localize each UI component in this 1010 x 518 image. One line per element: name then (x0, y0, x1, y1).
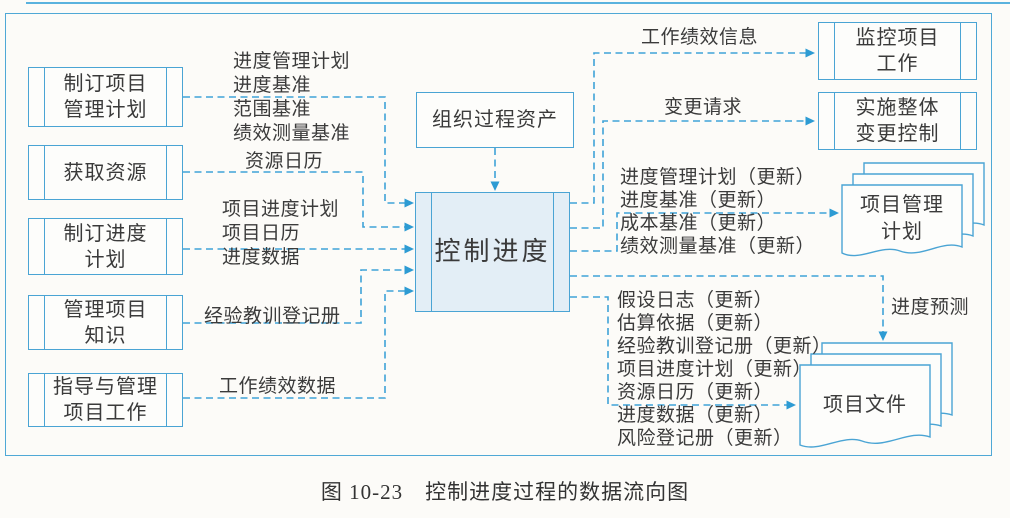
flow-labels-from-develop-schedule: 项目进度计划 项目日历 进度数据 (222, 198, 339, 270)
project-documents-stack (799, 342, 953, 448)
flow-label: 项目进度计划（更新） (617, 359, 813, 380)
process-box-develop-pm-plan: 制订项目 管理计划 (28, 67, 183, 127)
flow-labels-to-project-docs: 假设日志（更新） 估算依据（更新） 经验教训登记册（更新） 项目进度计划（更新）… (617, 289, 832, 450)
flow-label: 假设日志（更新） (617, 290, 774, 311)
flow-label: 成本基准（更新） (620, 213, 777, 234)
flow-control-schedule-to-perform-icc (570, 116, 815, 229)
flow-label: 进度基准（更新） (620, 190, 777, 211)
project-documents-label: 项目文件 (823, 394, 907, 416)
opa-label: 组织过程资产 (432, 109, 558, 131)
flow-develop-pm-plan-to-control-schedule (183, 96, 414, 208)
flow-label-lessons-learned-register: 经验教训登记册 (204, 306, 341, 327)
figure-border (5, 13, 992, 456)
process-box-manage-knowledge: 管理项目 知识 (28, 295, 183, 350)
flow-label: 范围基准 (233, 99, 312, 120)
flow-label-resource-calendars: 资源日历 (245, 151, 324, 172)
opa-box: 组织过程资产 (416, 92, 574, 148)
process-box-perform-icc: 实施整体 变更控制 (818, 92, 977, 150)
process-label-develop-schedule: 制订进度 计划 (63, 222, 148, 271)
flow-label-work-performance-data: 工作绩效数据 (219, 376, 337, 397)
process-box-develop-schedule: 制订进度 计划 (28, 218, 183, 275)
flow-label: 绩效测量基准 (233, 123, 351, 144)
flow-schedule-forecasts-to-project-docs (570, 275, 888, 341)
flow-label: 项目日历 (222, 223, 301, 244)
process-label-direct-manage-work: 指导与管理 项目工作 (53, 376, 158, 424)
flow-labels-to-pm-plan: 进度管理计划（更新） 进度基准（更新） 成本基准（更新） 绩效测量基准（更新） (620, 166, 815, 258)
flow-label-work-performance-info: 工作绩效信息 (641, 27, 759, 48)
process-label-control-schedule: 控制进度 (434, 237, 551, 267)
process-box-acquire-resources: 获取资源 (28, 145, 183, 200)
flow-label: 进度基准 (233, 75, 312, 96)
flow-label: 经验教训登记册（更新） (617, 336, 832, 357)
flow-control-schedule-to-pm-plan (570, 208, 839, 252)
process-box-monitor-control-work: 监控项目 工作 (818, 22, 977, 80)
process-label-perform-icc: 实施整体 变更控制 (855, 97, 940, 145)
flow-acquire-resources-to-control-schedule (183, 171, 414, 232)
flow-label-change-requests: 变更请求 (664, 97, 743, 118)
flow-control-schedule-to-project-docs (570, 296, 796, 410)
page-rule-line (26, 2, 1010, 4)
flow-label: 进度数据（更新） (617, 405, 774, 426)
flow-labels-from-develop-pm-plan: 进度管理计划 进度基准 范围基准 绩效测量基准 (233, 50, 350, 146)
flow-label: 绩效测量基准（更新） (620, 236, 816, 257)
pm-plan-document-stack (841, 162, 985, 257)
flow-manage-knowledge-to-control-schedule (183, 265, 414, 324)
flow-label-schedule-forecasts: 进度预测 (891, 297, 970, 318)
process-box-control-schedule: 控制进度 (415, 192, 570, 312)
process-box-direct-manage-work: 指导与管理 项目工作 (28, 373, 183, 427)
process-label-acquire-resources: 获取资源 (63, 161, 148, 184)
flow-label: 资源日历（更新） (617, 382, 774, 403)
flow-control-schedule-to-monitor-work (570, 48, 815, 204)
flow-label: 进度管理计划 (233, 51, 351, 72)
flow-label: 项目进度计划 (222, 199, 340, 220)
flow-label: 风险登记册（更新） (617, 428, 793, 449)
process-label-monitor-control-work: 监控项目 工作 (855, 27, 940, 75)
flow-label: 估算依据（更新） (617, 313, 774, 334)
flow-label: 进度数据 (222, 247, 301, 268)
flow-label: 进度管理计划（更新） (620, 167, 816, 188)
process-label-manage-knowledge: 管理项目 知识 (63, 298, 148, 347)
pm-plan-document-label: 项目管理 计划 (860, 194, 944, 243)
process-label-develop-pm-plan: 制订项目 管理计划 (63, 73, 148, 121)
flow-direct-manage-work-to-control-schedule (183, 286, 414, 399)
figure-caption: 图 10-23 控制进度过程的数据流向图 (320, 480, 690, 504)
